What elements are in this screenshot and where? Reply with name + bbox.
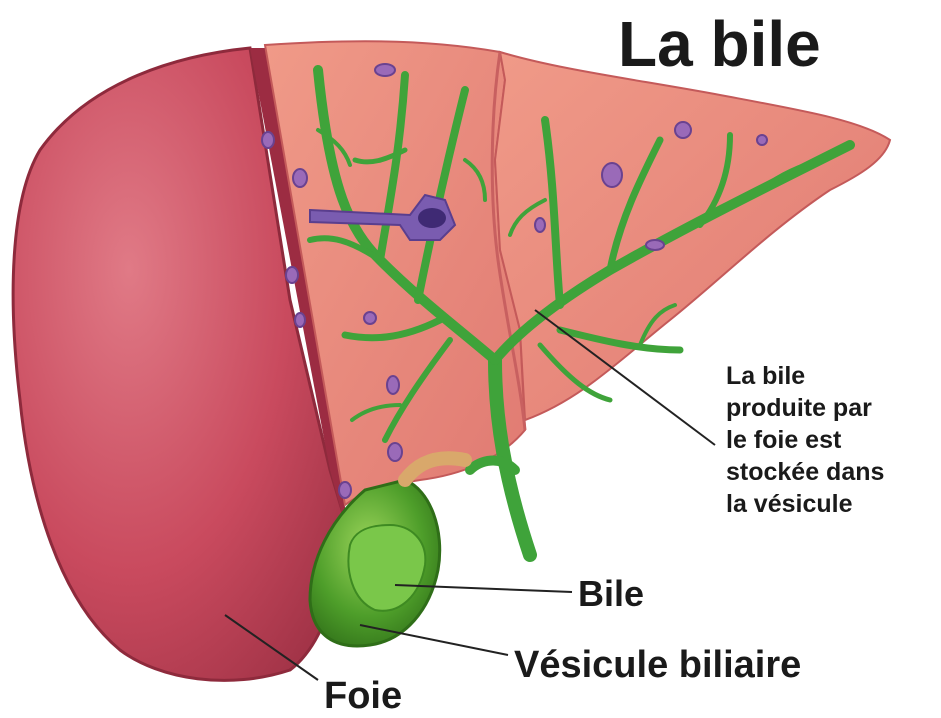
label-gallbladder: Vésicule biliaire: [514, 641, 801, 689]
bile-storage-note: La bile produite par le foie est stockée…: [726, 360, 884, 520]
note-line: stockée dans: [726, 456, 884, 488]
note-line: La bile: [726, 360, 884, 392]
diagram-title: La bile: [618, 6, 821, 82]
note-line: le foie est: [726, 424, 884, 456]
note-line: produite par: [726, 392, 884, 424]
note-line: la vésicule: [726, 488, 884, 520]
label-liver: Foie: [324, 674, 402, 718]
label-bile: Bile: [578, 572, 644, 616]
